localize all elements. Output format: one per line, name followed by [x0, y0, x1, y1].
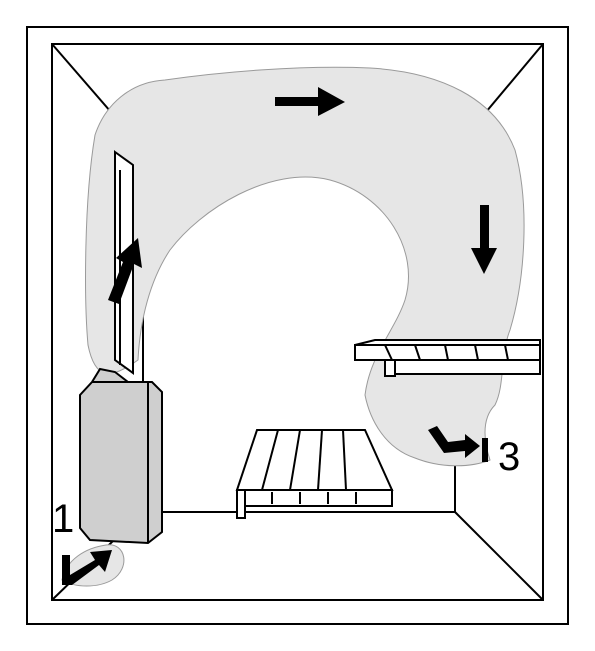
upper-bench	[354, 339, 541, 377]
label-point-3: 3	[498, 435, 520, 479]
airflow-region	[61, 66, 525, 587]
label-point-1: 1	[52, 497, 74, 541]
arrow-up-icon	[108, 238, 142, 304]
sauna-heater	[79, 367, 163, 545]
lower-bench	[235, 429, 394, 519]
curved-arrow-icon	[428, 426, 488, 462]
arrow-down-icon	[471, 205, 497, 274]
curved-arrow-icon	[62, 550, 112, 585]
arrow-right-icon	[275, 87, 345, 116]
